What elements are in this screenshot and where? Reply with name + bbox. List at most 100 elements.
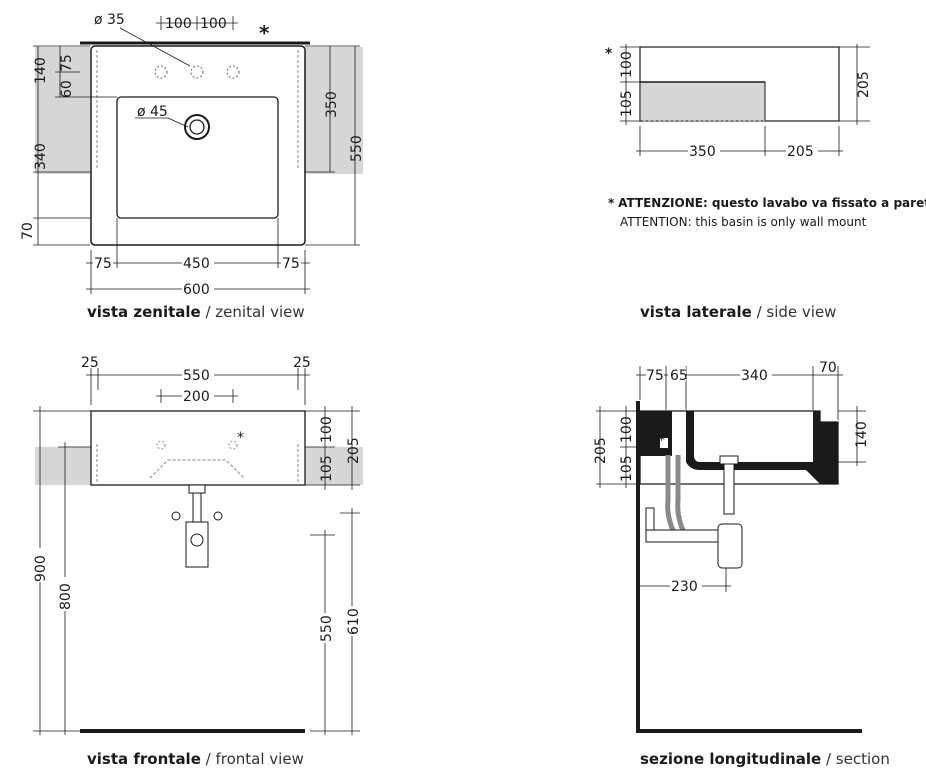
note-text-en: ATTENTION: this basin is only wall mount: [620, 215, 867, 229]
dim-205-front: 205: [346, 437, 362, 464]
caption-front-view: vista frontale / frontal view: [87, 750, 304, 768]
siphon-body: [717, 523, 743, 569]
caption-side-view: vista laterale / side view: [640, 303, 836, 321]
dim-25-left: 25: [81, 355, 99, 371]
section-view: * 75 65 340 70 205 105 100 140 230: [593, 360, 870, 733]
dim-75v: 75: [59, 54, 75, 72]
label-bg: [786, 143, 818, 157]
label-bg: [317, 613, 333, 643]
dim-350: 350: [324, 91, 340, 118]
hidden-edges: [96, 444, 299, 484]
label-bg: [670, 578, 702, 592]
drain-cap: [719, 455, 739, 465]
dim-100a: 100: [165, 16, 192, 32]
dim-205-side: 205: [856, 71, 872, 98]
caption-en: side view: [766, 303, 837, 321]
asterisk-front: *: [237, 430, 244, 446]
dim-600: 600: [183, 282, 210, 298]
front-view: * 25 550 25 200 900 800: [32, 355, 363, 735]
dim-100: 100: [619, 51, 635, 78]
caption-en: section: [835, 750, 890, 768]
asterisk-top: *: [259, 21, 270, 45]
dim-550-front: 550: [183, 368, 210, 384]
dim-350-side: 350: [689, 144, 716, 160]
dim-550: 550: [349, 135, 365, 162]
dim-205-side-h: 205: [787, 144, 814, 160]
top-view: ø 35 100 100 * ø 45 140 75 60 340 70 350…: [20, 12, 365, 298]
dim-340-section: 340: [741, 368, 768, 384]
side-lower-block: [639, 81, 766, 122]
dim-205-section: 205: [593, 437, 609, 464]
label-bg: [740, 367, 772, 381]
wall-mount-note-it: * ATTENZIONE: questo lavabo va fissato a…: [608, 196, 926, 210]
wall-band-right: [305, 47, 363, 174]
leader-phi45: [167, 117, 189, 128]
label-bg: [688, 143, 720, 157]
caption-en: frontal view: [215, 750, 304, 768]
dim-60: 60: [59, 80, 75, 98]
caption-it: vista zenitale: [87, 303, 201, 321]
caption-en: zenital view: [215, 303, 305, 321]
asterisk-side: *: [605, 46, 613, 62]
dim-105-section: 105: [619, 455, 635, 482]
leader-phi35: [119, 27, 191, 67]
caption-it: vista laterale: [640, 303, 752, 321]
label-bg: [668, 367, 686, 381]
dim-100-front: 100: [319, 416, 335, 443]
dim-800: 800: [58, 583, 74, 610]
dim-105: 105: [619, 90, 635, 117]
label-bg: [32, 548, 48, 582]
valve-right: [213, 511, 223, 521]
dim-phi35: ø 35: [94, 12, 125, 28]
dim-75-left: 75: [94, 256, 112, 272]
hidden-edges: [96, 50, 299, 170]
caption-sep: /: [821, 750, 836, 768]
tap-hole-left: [156, 440, 166, 450]
dim-200: 200: [183, 389, 210, 405]
drain-pipe: [723, 463, 735, 515]
siphon-outlet: [190, 533, 204, 547]
bowl-hidden: [149, 459, 245, 479]
tap-hole-left: [154, 65, 168, 79]
tap-hole-right: [228, 440, 238, 450]
drain-flange: [188, 484, 206, 494]
note-text-it: ATTENZIONE: questo lavabo va fissato a p…: [618, 196, 926, 210]
tap-hole-center: [190, 65, 204, 79]
dim-550-height: 550: [319, 615, 335, 642]
label-bg: [182, 281, 214, 295]
side-view: * 100 105 205 350 205: [605, 44, 872, 160]
dim-140: 140: [33, 57, 49, 84]
dim-140-section: 140: [854, 421, 870, 448]
dim-230: 230: [671, 579, 698, 595]
wall-mount-note-en: ATTENTION: this basin is only wall mount: [620, 215, 866, 229]
dim-75-right: 75: [282, 256, 300, 272]
valve-left: [171, 511, 181, 521]
caption-top-view: vista zenitale / zenital view: [87, 303, 305, 321]
caption-it: sezione longitudinale: [640, 750, 822, 768]
dim-100-section: 100: [619, 416, 635, 443]
label-bg: [344, 606, 360, 636]
dim-phi45: ø 45: [137, 104, 168, 120]
dim-900: 900: [33, 555, 49, 582]
valve: [645, 507, 655, 531]
label-bg: [57, 577, 73, 611]
label-bg: [93, 255, 113, 269]
dim-105-front: 105: [319, 455, 335, 482]
label-bg: [182, 255, 214, 269]
caption-section-view: sezione longitudinale / section: [640, 750, 890, 768]
dim-610: 610: [346, 608, 362, 635]
caption-sep: /: [200, 750, 216, 768]
label-bg: [646, 367, 664, 381]
caption-sep: /: [751, 303, 767, 321]
caption-sep: /: [200, 303, 216, 321]
caption-it: vista frontale: [87, 750, 201, 768]
dim-25-right: 25: [293, 355, 311, 371]
dim-450: 450: [183, 256, 210, 272]
label-bg: [281, 255, 301, 269]
dim-70: 70: [20, 222, 36, 240]
label-bg: [182, 367, 214, 381]
label-bg: [182, 388, 214, 402]
dim-75-section: 75: [646, 368, 664, 384]
waste-pipe: [645, 529, 719, 543]
